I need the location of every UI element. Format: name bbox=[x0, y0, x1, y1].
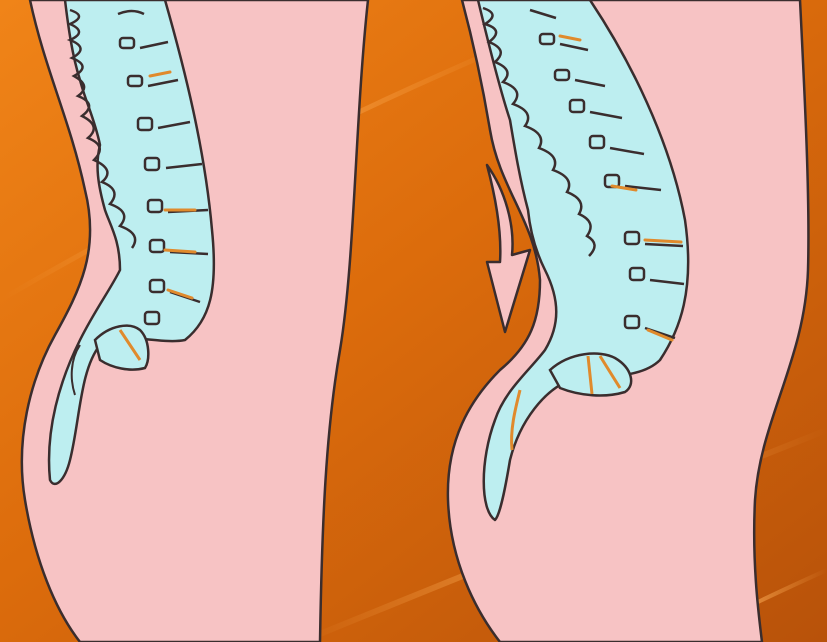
figure-lordosis-posture bbox=[448, 0, 809, 642]
vertebra bbox=[150, 240, 164, 252]
vertebra bbox=[148, 200, 162, 212]
cartilage bbox=[645, 240, 681, 242]
vertebra bbox=[150, 280, 164, 292]
vertebra bbox=[145, 158, 159, 170]
vertebra bbox=[590, 136, 604, 148]
vertebra bbox=[540, 34, 554, 44]
vertebra bbox=[625, 316, 639, 328]
vertebra bbox=[570, 100, 584, 112]
cartilage bbox=[165, 250, 195, 252]
figure-normal-posture bbox=[22, 0, 368, 642]
vertebra bbox=[120, 38, 134, 48]
vertebra bbox=[138, 118, 152, 130]
vertebra bbox=[145, 312, 159, 324]
vertebra bbox=[555, 70, 569, 80]
vertebra bbox=[630, 268, 644, 280]
vertebra bbox=[128, 76, 142, 86]
vertebra bbox=[625, 232, 639, 244]
